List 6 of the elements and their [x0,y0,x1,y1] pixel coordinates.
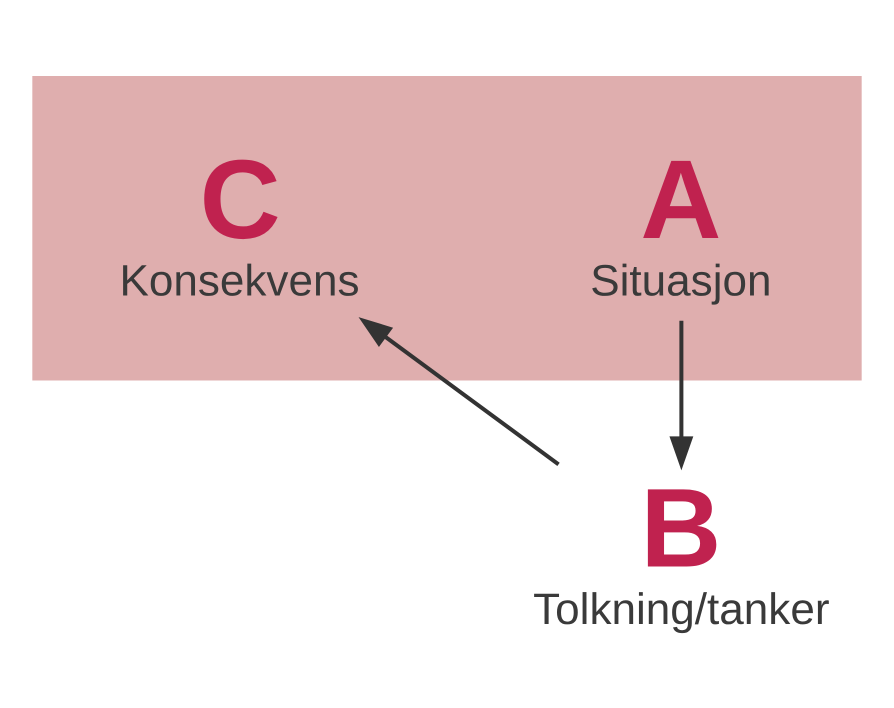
arrow [358,316,560,466]
cluster [32,76,862,380]
node-text: B Tolkning/tanker [533,464,830,634]
arrow [669,320,694,470]
node-text: C Konsekvens [119,135,360,306]
node-text: A Situasjon [590,135,772,306]
